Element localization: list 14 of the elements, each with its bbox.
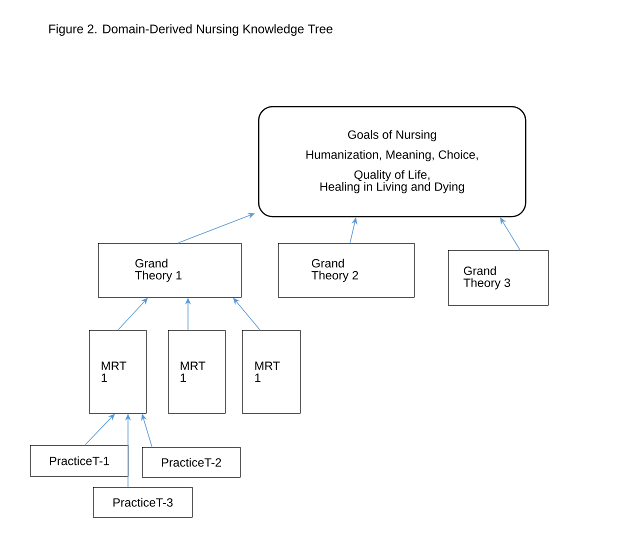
theory-box: MRT 1 [168,330,226,414]
theory-box: Grand Theory 3 [448,250,549,306]
theory-box: Grand Theory 1 [98,243,242,298]
practice-box: PracticeT-1 [30,445,129,477]
arrow [118,298,148,330]
figure-title: Figure 2. Domain-Derived Nursing Knowledge Tree [49,24,332,36]
theory-box: Grand Theory 2 [278,243,415,298]
practice-box: PracticeT-2 [142,447,241,478]
theory-box: MRT 1 [89,330,147,414]
theory-box: MRT 1 [242,330,301,414]
arrow [84,414,115,446]
goal-box: Goals of Nursing Humanization, Meaning, Choice, Quality of Life, Healing in Living and Dying [258,106,526,218]
arrow [233,298,260,330]
practice-box: PracticeT-3 [93,487,193,518]
